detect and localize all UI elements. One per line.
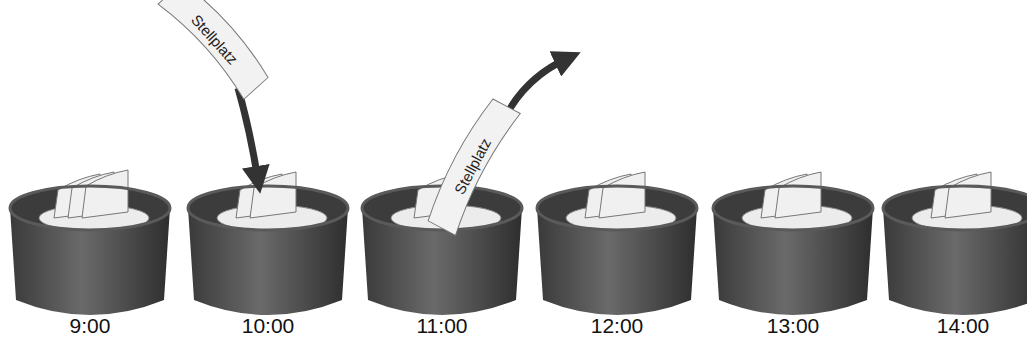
pot-rim (537, 186, 697, 230)
drop-arrow (238, 88, 258, 180)
pot-rim (10, 186, 170, 230)
time-label: 11:00 (392, 314, 492, 338)
pot (10, 170, 170, 315)
pot (537, 172, 697, 315)
time-label: 9:00 (40, 314, 140, 338)
pot-rim (713, 186, 873, 230)
time-label: 12:00 (567, 314, 667, 338)
time-label: 10:00 (218, 314, 318, 338)
paper-slip (945, 172, 991, 218)
note-slip: Stellplatz (156, 0, 274, 101)
pot (883, 172, 1027, 315)
paper-slip (775, 172, 821, 218)
time-label: 14:00 (913, 314, 1013, 338)
pot (188, 172, 348, 315)
pot-rim (188, 186, 348, 230)
time-label: 13:00 (743, 314, 843, 338)
pot-group (10, 170, 1027, 315)
pot (713, 172, 873, 315)
paper-slip (599, 172, 645, 218)
slip-label: Stellplatz (156, 0, 274, 101)
pot-rim (883, 186, 1027, 230)
paper-slip (82, 170, 128, 218)
